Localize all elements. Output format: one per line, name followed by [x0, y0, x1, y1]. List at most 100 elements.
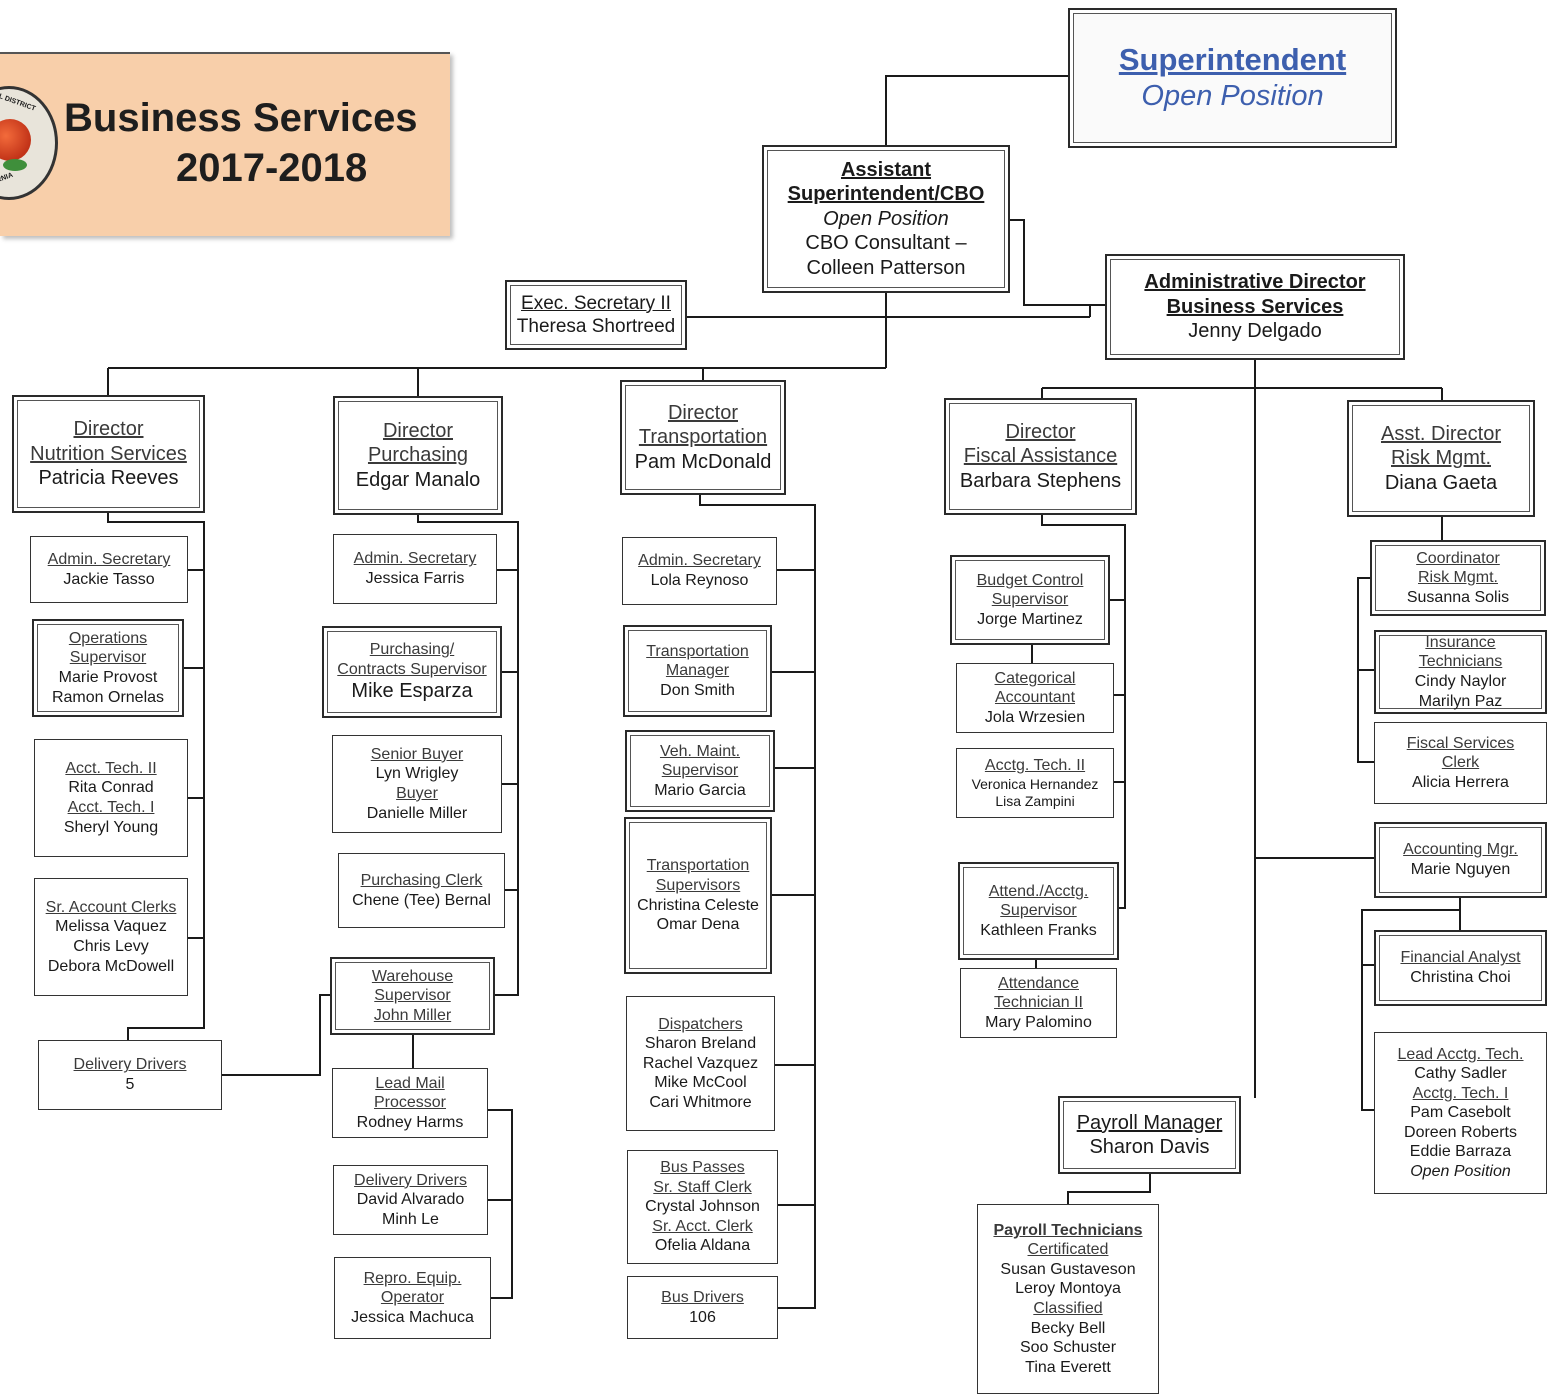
position-title: Clerk: [1441, 754, 1480, 772]
fiscal-budget-box: Budget Control Supervisor Jorge Martinez: [950, 555, 1110, 645]
position-title: Attendance: [998, 974, 1079, 992]
director-fiscal-box: Director Fiscal Assistance Barbara Steph…: [944, 398, 1137, 515]
position-title: Delivery Drivers: [354, 1171, 467, 1189]
position-title: Repro. Equip.: [363, 1269, 462, 1287]
transportation-dispatchers-box: Dispatchers Sharon Breland Rachel Vazque…: [626, 996, 775, 1131]
employee-name: Mario Garcia: [654, 781, 746, 799]
director-name: Pam McDonald: [634, 450, 772, 473]
position-title: Transportation: [646, 642, 749, 660]
apple-icon: [0, 119, 31, 161]
position-title: Payroll Manager: [1076, 1111, 1223, 1134]
employee-name: Mary Palomino: [985, 1013, 1092, 1031]
superintendent-box: Superintendent Open Position: [1068, 8, 1397, 148]
page-year: 2017-2018: [176, 146, 368, 190]
cbo-title-1: Assistant: [840, 159, 932, 182]
nutrition-admin-secretary-box: Admin. Secretary Jackie Tasso: [30, 536, 188, 603]
position-title: Manager: [665, 662, 730, 680]
director-name: Edgar Manalo: [355, 468, 481, 491]
position-title: Operations: [68, 629, 148, 647]
position-title: Bus Passes: [660, 1159, 745, 1177]
employee-name: Marilyn Paz: [1418, 692, 1503, 710]
position-title: Supervisors: [655, 876, 741, 894]
employee-name: Ofelia Aldana: [654, 1237, 751, 1255]
position-title: Lead Mail: [375, 1074, 445, 1092]
employee-name: Melissa Vaquez: [55, 918, 167, 936]
position-title: Categorical: [994, 669, 1076, 687]
transportation-bus-drivers-box: Bus Drivers 106: [627, 1276, 778, 1339]
employee-name: Chene (Tee) Bernal: [352, 891, 491, 909]
employee-name: Marie Provost: [58, 669, 158, 686]
superintendent-name: Open Position: [1141, 80, 1324, 113]
fiscal-attend-supervisor-box: Attend./Acctg. Supervisor Kathleen Frank…: [958, 862, 1119, 960]
director-name: Barbara Stephens: [959, 469, 1122, 492]
transportation-veh-maint-box: Veh. Maint. Supervisor Mario Garcia: [625, 730, 775, 812]
employee-name: Minh Le: [382, 1210, 439, 1228]
employee-name: Sheryl Young: [63, 818, 159, 836]
position-title: Processor: [373, 1094, 447, 1112]
position-title: Acct. Tech. I: [67, 799, 155, 816]
position-title: Veh. Maint.: [659, 742, 741, 760]
leaf-icon: [3, 159, 27, 171]
employee-name: Jessica Farris: [365, 570, 465, 587]
position-title: Admin. Secretary: [638, 552, 761, 570]
employee-name: Cari Whitmore: [649, 1093, 752, 1111]
logo-top-text: SCHOOL DISTRICT: [0, 84, 37, 113]
director-title: Asst. Director: [1380, 422, 1502, 445]
page-title: Business Services: [64, 96, 418, 140]
purchasing-drivers-box: Delivery Drivers David Alvarado Minh Le: [333, 1165, 488, 1235]
employee-name: Kathleen Franks: [980, 921, 1097, 939]
position-title: Accounting Mgr.: [1403, 841, 1518, 859]
position-title: Technician II: [994, 994, 1083, 1012]
position-title: Supervisor: [69, 649, 147, 667]
employee-name: Marie Nguyen: [1410, 861, 1511, 878]
position-title: Coordinator: [1416, 549, 1500, 567]
director-risk-box: Asst. Director Risk Mgmt. Diana Gaeta: [1347, 400, 1535, 517]
position-title: Insurance: [1425, 633, 1496, 651]
director-department: Nutrition Services: [30, 442, 187, 465]
director-transportation-box: Director Transportation Pam McDonald: [620, 380, 786, 495]
position-title: Delivery Drivers: [73, 1056, 187, 1074]
position-title: Acctg. Tech. I: [1412, 1084, 1509, 1102]
position-title: Warehouse: [371, 967, 454, 985]
director-department: Risk Mgmt.: [1391, 447, 1491, 470]
employee-name: David Alvarado: [356, 1191, 465, 1209]
employee-name: Rachel Vazquez: [642, 1054, 759, 1072]
employee-name: Jola Wrzesien: [984, 708, 1086, 726]
cbo-status: Open Position: [823, 207, 949, 230]
director-nutrition-box: Director Nutrition Services Patricia Ree…: [12, 395, 205, 513]
accounting-manager-box: Accounting Mgr. Marie Nguyen: [1374, 822, 1547, 898]
position-title: Attend./Acctg.: [988, 882, 1089, 900]
group-label: Certificated: [1027, 1241, 1109, 1259]
fiscal-categorical-box: Categorical Accountant Jola Wrzesien: [956, 663, 1114, 733]
employee-name: Mike McCool: [654, 1074, 747, 1092]
nutrition-operations-box: Operations Supervisor Marie Provost Ramo…: [32, 619, 184, 717]
employee-name: Jorge Martinez: [977, 610, 1083, 628]
employee-name: Susanna Solis: [1406, 588, 1510, 606]
transportation-bus-passes-box: Bus Passes Sr. Staff Clerk Crystal Johns…: [627, 1150, 778, 1264]
director-name: Patricia Reeves: [38, 467, 179, 490]
purchasing-contracts-box: Purchasing/ Contracts Supervisor Mike Es…: [322, 626, 502, 718]
nutrition-account-clerks-box: Sr. Account Clerks Melissa Vaquez Chris …: [34, 878, 188, 996]
director-name: Diana Gaeta: [1384, 471, 1498, 494]
position-title: Sr. Acct. Clerk: [652, 1217, 753, 1235]
position-title: Dispatchers: [658, 1015, 743, 1033]
logo-bottom-text: CALIFORNIA: [0, 171, 15, 194]
employee-name: Lyn Wrigley: [375, 765, 459, 783]
nutrition-acct-tech-box: Acct. Tech. II Rita Conrad Acct. Tech. I…: [34, 739, 188, 857]
purchasing-mail-box: Lead Mail Processor Rodney Harms: [332, 1068, 488, 1138]
nutrition-delivery-drivers-box: Delivery Drivers 5: [38, 1040, 222, 1110]
employee-name: Alicia Herrera: [1412, 773, 1509, 791]
position-title: Admin. Secretary: [353, 550, 477, 568]
superintendent-title: Superintendent: [1118, 42, 1347, 78]
position-title: Purchasing/: [369, 641, 455, 659]
position-title: Operator: [380, 1289, 445, 1307]
open-position: Open Position: [1410, 1162, 1511, 1180]
employee-name: Danielle Miller: [366, 804, 468, 822]
employee-name: Eddie Barraza: [1409, 1143, 1512, 1161]
position-title: Sr. Account Clerks: [45, 898, 177, 916]
employee-name: Doreen Roberts: [1404, 1123, 1517, 1141]
position-title: Bus Drivers: [661, 1288, 744, 1306]
position-title: Purchasing Clerk: [360, 871, 483, 889]
transportation-admin-secretary-box: Admin. Secretary Lola Reynoso: [622, 537, 777, 605]
